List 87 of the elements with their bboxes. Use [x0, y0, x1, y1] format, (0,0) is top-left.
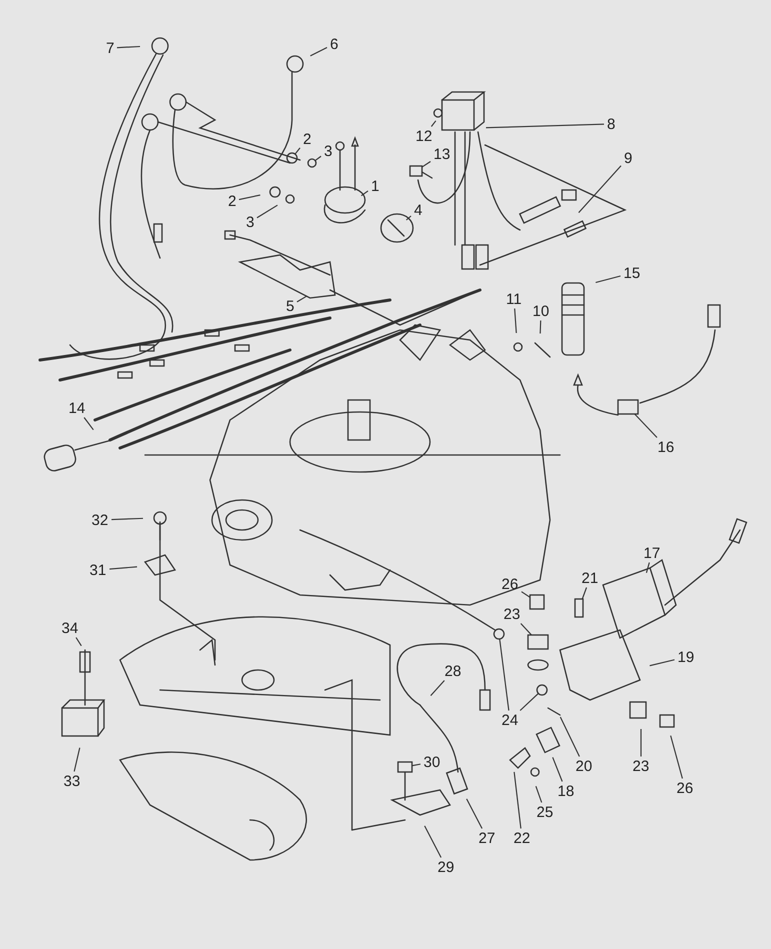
callout-number: 22: [512, 830, 532, 846]
part-drawing: [574, 598, 584, 618]
leader-line: [520, 693, 539, 711]
callout-number: 10: [532, 302, 550, 320]
leader-line: [116, 46, 140, 48]
leader-line: [650, 659, 675, 666]
part-drawing: [409, 165, 423, 177]
callout-number: 31: [88, 562, 108, 578]
callout-number: 26: [500, 576, 520, 592]
callout-number: 25: [536, 804, 554, 820]
washer-drawing: [493, 628, 505, 640]
callout-number: 24: [500, 712, 520, 728]
leader-line: [296, 295, 308, 302]
leader-line: [310, 47, 328, 56]
leader-line: [76, 637, 82, 646]
leader-line: [514, 772, 522, 829]
washer-drawing: [286, 152, 298, 164]
leader-line: [521, 591, 530, 598]
washer-drawing: [536, 684, 548, 696]
leader-line: [314, 156, 322, 162]
leader-line: [634, 414, 658, 438]
callout-number: 33: [62, 772, 82, 790]
callout-number: 34: [60, 620, 80, 636]
leader-line: [109, 566, 138, 570]
leader-line: [406, 216, 412, 220]
part-drawing: [617, 399, 639, 415]
leader-line: [640, 729, 642, 756]
leader-line: [294, 148, 300, 154]
part-drawing: [397, 761, 413, 773]
callout-number: 2: [227, 192, 238, 210]
callout-number: 23: [502, 606, 522, 622]
leader-line: [514, 308, 517, 334]
leader-line: [560, 716, 580, 757]
callout-number: 1: [370, 178, 380, 194]
callout-number: 14: [68, 400, 86, 416]
callout-number: 11: [505, 290, 523, 308]
leader-line: [596, 275, 621, 283]
callout-number: 6: [329, 36, 340, 52]
callout-number: 28: [444, 662, 462, 680]
leader-line: [84, 417, 94, 430]
leader-line: [412, 764, 421, 766]
callout-number: 9: [623, 150, 634, 166]
callout-number: 7: [105, 40, 116, 56]
leader-line: [430, 120, 436, 127]
leader-line: [466, 798, 483, 829]
callout-number: 12: [414, 128, 434, 144]
callout-number: 20: [574, 758, 594, 774]
callout-number: 23: [632, 758, 650, 774]
callout-number: 27: [478, 830, 496, 846]
leader-line: [578, 165, 622, 213]
callout-number: 15: [622, 264, 642, 282]
leader-line: [670, 736, 683, 779]
callout-number: 5: [285, 298, 296, 314]
leader-line: [646, 562, 650, 573]
callout-number: 3: [245, 214, 256, 230]
leader-line: [540, 320, 542, 334]
part-drawing: [527, 634, 549, 650]
leader-line: [424, 826, 442, 858]
callout-number: 30: [422, 754, 442, 770]
leader-line: [499, 638, 510, 711]
leader-line: [238, 194, 260, 200]
callout-number: 4: [413, 202, 424, 218]
callout-number: 21: [580, 570, 600, 586]
washer-drawing: [307, 158, 317, 168]
leader-line: [111, 518, 144, 520]
leader-line: [582, 587, 588, 600]
leader-line: [361, 190, 368, 196]
leader-line: [535, 786, 542, 803]
callout-number: 32: [90, 512, 110, 528]
callout-number: 29: [436, 858, 456, 876]
callout-number: 2: [302, 130, 312, 148]
leader-line: [74, 748, 80, 772]
leader-line: [552, 757, 563, 782]
callout-number: 16: [656, 438, 676, 456]
callout-number: 13: [432, 146, 452, 162]
leader-line: [430, 680, 445, 696]
part-drawing: [529, 594, 545, 610]
leader-line: [422, 161, 431, 168]
callout-number: 19: [676, 648, 696, 666]
callout-number: 26: [676, 780, 694, 796]
leader-line: [520, 623, 532, 636]
callout-number: 18: [556, 782, 576, 800]
leader-line: [256, 204, 278, 218]
callout-number: 8: [606, 116, 616, 132]
callout-number: 3: [323, 142, 334, 160]
callout-number: 17: [642, 544, 662, 562]
leader-line: [486, 124, 604, 128]
